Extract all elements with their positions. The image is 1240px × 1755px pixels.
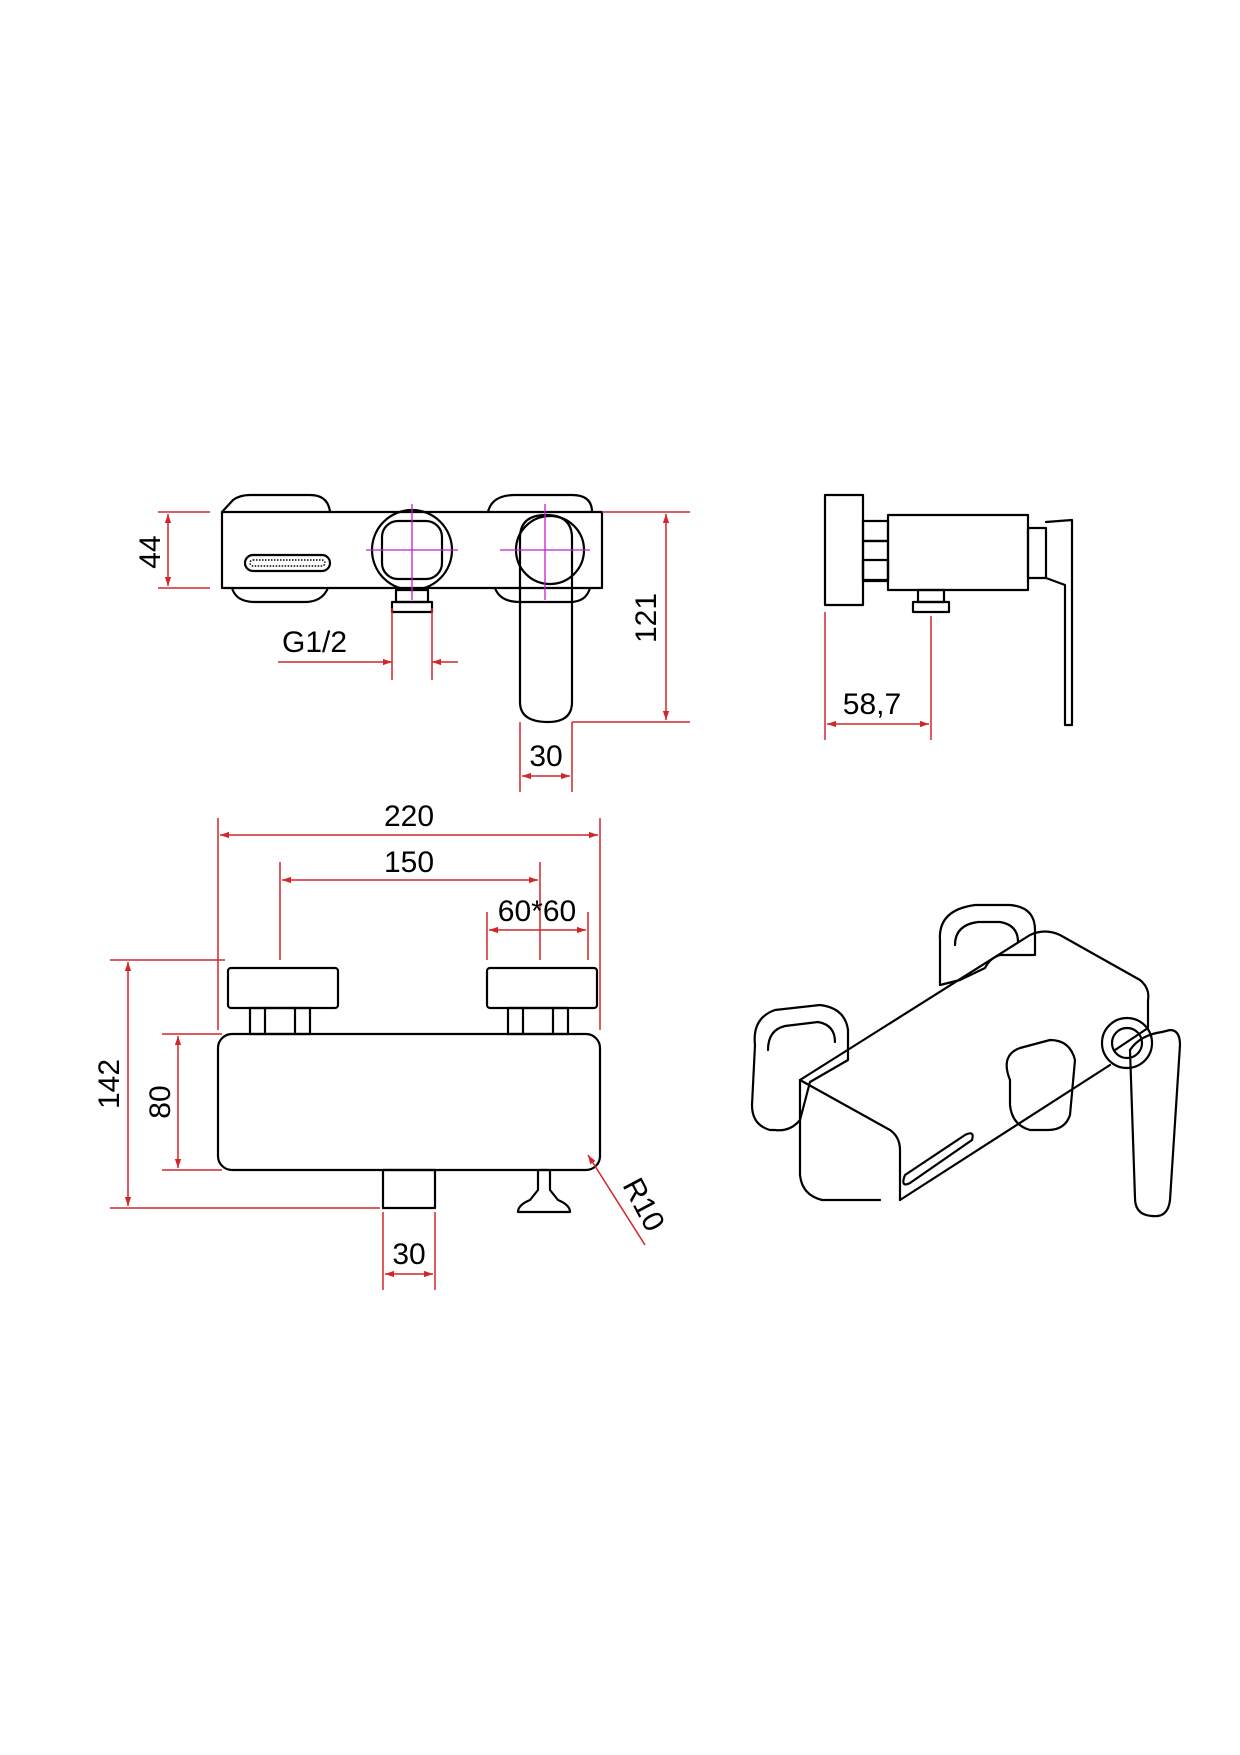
top-view-right-flange-top: [486, 493, 594, 514]
label-corner-radius: R10: [616, 1173, 671, 1237]
label-total-depth: 121: [630, 593, 663, 643]
label-total-width: 220: [384, 800, 434, 833]
label-top-lever-width: 30: [529, 740, 562, 773]
dimension-labels: 44 G1/2 30 121 58,7 220 150 60*60 142 80…: [93, 535, 901, 1271]
iso-body-bottom-edge: [898, 1063, 1112, 1202]
iso-lever-ring-inner: [1110, 1026, 1144, 1060]
label-outlet-width: 30: [392, 1238, 425, 1271]
label-body-height: 80: [144, 1085, 177, 1118]
side-view-connector-top: [916, 588, 946, 604]
dim-radius-leader: [587, 1154, 646, 1246]
top-view: [220, 493, 604, 724]
dimension-lines: [110, 511, 932, 1290]
front-view-right-nut: [506, 1006, 570, 1036]
lever-handle-top-view: [518, 513, 574, 724]
label-side-depth: 58,7: [843, 688, 901, 721]
front-view-left-flange: [226, 966, 340, 1010]
label-flange-size: 60*60: [498, 895, 576, 928]
top-view-left-flange-bottom: [230, 586, 330, 604]
label-total-height: 142: [93, 1059, 126, 1109]
thread-connector-bottom: [390, 600, 434, 614]
side-view: [823, 493, 1074, 727]
side-view-nut-upper: [861, 519, 890, 543]
iso-body-top-edge: [798, 930, 1150, 1082]
iso-body-front-edge: [798, 1078, 902, 1202]
front-view: [216, 966, 602, 1214]
iso-body-front-left: [798, 1078, 882, 1202]
label-top-height: 44: [134, 535, 167, 568]
iso-rear-flange-inner: [953, 920, 1020, 947]
iso-lever-ring-outer: [1100, 1016, 1154, 1070]
side-view-nut-lower: [861, 558, 890, 582]
side-view-lever-hub: [1026, 526, 1048, 580]
outlet-grille-slot: [243, 553, 332, 573]
iso-front-flange: [750, 1003, 850, 1132]
side-view-flange: [823, 493, 865, 607]
side-view-body: [886, 513, 1030, 592]
iso-rear-flange: [938, 903, 1037, 987]
front-view-outlet: [381, 1168, 437, 1210]
iso-lever-handle: [1128, 1028, 1182, 1218]
iso-diverter-knob: [1005, 1038, 1077, 1132]
iso-front-flange-inner: [766, 1020, 837, 1052]
top-view-left-flange-top: [220, 493, 332, 514]
iso-outlet-slot: [902, 1132, 974, 1186]
side-view-lever-handle: [1044, 518, 1074, 727]
front-view-diverter-stem: [516, 1168, 572, 1214]
front-view-body: [216, 1032, 602, 1172]
isometric-view: [750, 903, 1182, 1218]
label-center-distance: 150: [384, 846, 434, 879]
outlet-grille-mesh: [249, 559, 326, 567]
label-thread: G1/2: [282, 626, 347, 659]
front-view-left-nut: [248, 1006, 312, 1036]
front-view-right-flange: [485, 966, 599, 1010]
top-view-right-flange-bottom: [493, 586, 592, 604]
side-view-connector-bottom: [911, 600, 951, 614]
